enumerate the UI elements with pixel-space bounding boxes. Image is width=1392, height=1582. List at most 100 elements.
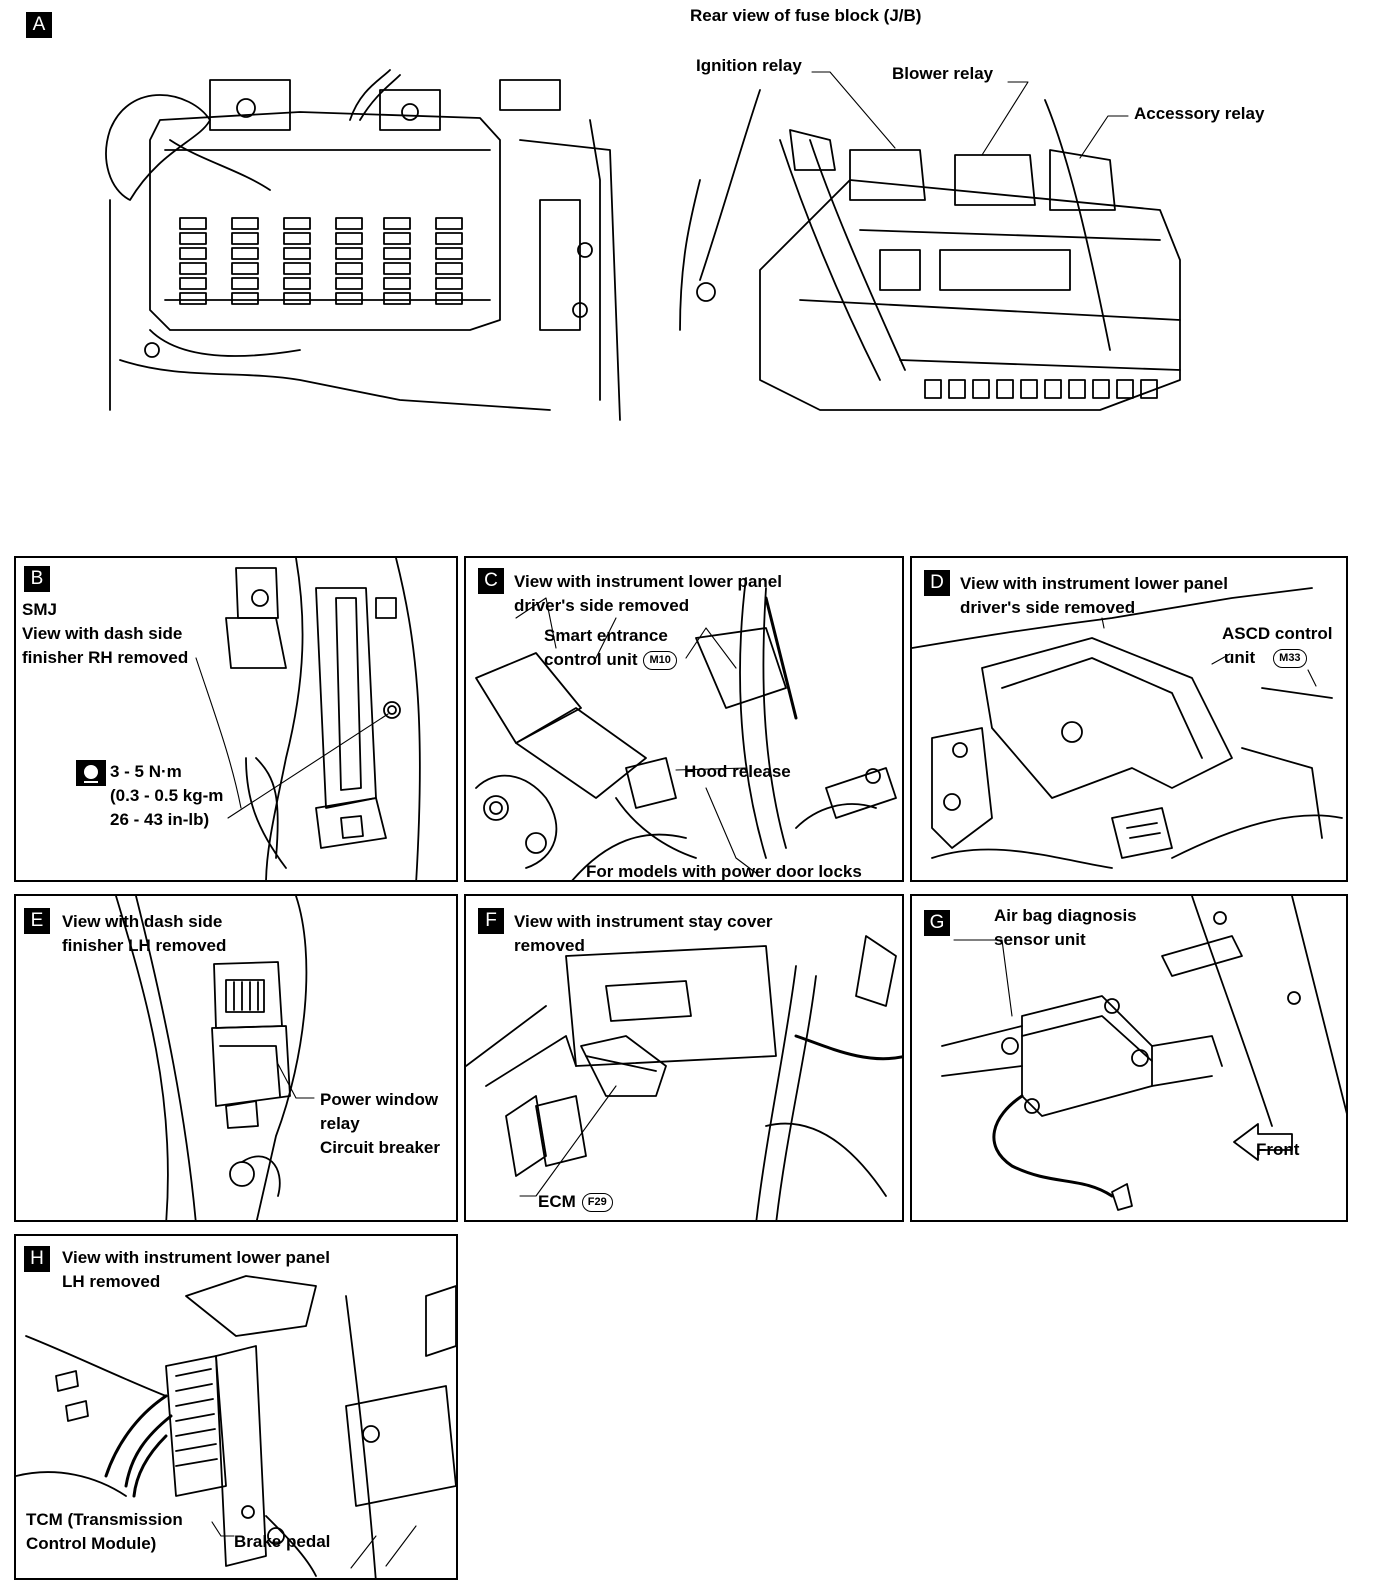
panel-c-caption-2: driver's side removed xyxy=(514,596,690,615)
smj-illustration xyxy=(195,558,421,880)
terminal-tooth xyxy=(972,379,990,399)
fuse-slot xyxy=(283,262,311,275)
panel-b: B SMJ View with dash side finisher RH re… xyxy=(14,556,458,882)
fuse-slot xyxy=(179,277,207,290)
fuse-slot xyxy=(231,247,259,260)
fuse-slot xyxy=(383,217,411,230)
panel-e-badge: E xyxy=(24,908,50,934)
terminal-tooth xyxy=(1044,379,1062,399)
fuse-slot xyxy=(435,277,463,290)
brake-pedal-label: Brake pedal xyxy=(234,1532,331,1551)
panel-f: F View with instrument stay cover remove… xyxy=(464,894,904,1222)
ascd-illustration xyxy=(912,587,1343,869)
panel-e: E View with dash side finisher LH remove… xyxy=(14,894,458,1222)
terminal-tooth xyxy=(996,379,1014,399)
power-window-relay-label: Power window xyxy=(320,1090,439,1109)
panel-c: C View with instrument lower panel drive… xyxy=(464,556,904,882)
panel-b-badge: B xyxy=(24,566,50,592)
power-door-locks-note: For models with power door locks xyxy=(586,862,862,881)
panel-g-badge: G xyxy=(924,910,950,936)
fuse-slot xyxy=(179,292,207,305)
fuse-slot xyxy=(383,247,411,260)
panel-b-caption-1: View with dash side xyxy=(22,624,183,643)
fuse-slot xyxy=(231,262,259,275)
panel-d: D View with instrument lower panel drive… xyxy=(910,556,1348,882)
panel-e-caption-2: finisher LH removed xyxy=(62,936,227,955)
torque-value-kgm: (0.3 - 0.5 kg-m xyxy=(110,786,224,805)
blower-relay-label: Blower relay xyxy=(892,64,994,83)
panel-d-badge: D xyxy=(924,570,950,596)
fuse-slot xyxy=(231,217,259,230)
fuse-slot xyxy=(435,292,463,305)
terminal-tooth xyxy=(1068,379,1086,399)
connector-m10-badge: M10 xyxy=(643,651,677,671)
power-window-relay-label-2: relay xyxy=(320,1114,360,1133)
fuse-slot xyxy=(283,247,311,260)
fuse-block-front-illustration xyxy=(105,69,1181,421)
fuse-slot xyxy=(179,232,207,245)
hood-release-label: Hood release xyxy=(684,762,791,781)
fuse-slot xyxy=(335,292,363,305)
fuse-slot xyxy=(335,217,363,230)
terminal-tooth xyxy=(924,379,942,399)
panel-h: H View with instrument lower panel LH re… xyxy=(14,1234,458,1580)
fuse-slot xyxy=(283,292,311,305)
fuse-slot xyxy=(335,247,363,260)
torque-value-inlb: 26 - 43 in-lb) xyxy=(110,810,210,829)
fuse-slot xyxy=(435,247,463,260)
tcm-illustration xyxy=(16,1275,456,1578)
panel-d-caption-2: driver's side removed xyxy=(960,598,1136,617)
air-bag-sensor-label-2: sensor unit xyxy=(994,930,1086,949)
smart-entrance-label: Smart entrance xyxy=(544,626,668,645)
smart-entrance-illustration xyxy=(475,577,897,880)
fuse-slot xyxy=(383,232,411,245)
front-arrow-label: Front xyxy=(1256,1140,1300,1159)
panel-f-caption-2: removed xyxy=(514,936,585,955)
fuse-slot xyxy=(179,247,207,260)
panel-b-caption-2: finisher RH removed xyxy=(22,648,189,667)
fuse-slot xyxy=(435,262,463,275)
fuse-block-title: Rear view of fuse block (J/B) xyxy=(690,6,922,25)
panel-c-badge: C xyxy=(478,568,504,594)
fuse-slot xyxy=(383,277,411,290)
fuse-slot xyxy=(283,232,311,245)
terminal-tooth xyxy=(1092,379,1110,399)
fuse-slot xyxy=(435,217,463,230)
terminal-tooth xyxy=(1020,379,1038,399)
ecm-illustration xyxy=(466,935,902,1220)
panel-c-caption-1: View with instrument lower panel xyxy=(514,572,782,591)
fuse-slot xyxy=(383,292,411,305)
terminal-tooth xyxy=(948,379,966,399)
fuse-slot xyxy=(231,292,259,305)
torque-wrench-icon xyxy=(76,760,106,786)
terminal-tooth xyxy=(1140,379,1158,399)
air-bag-sensor-illustration xyxy=(941,896,1346,1211)
fuse-slot xyxy=(335,232,363,245)
panel-h-caption-2: LH removed xyxy=(62,1272,161,1291)
power-window-relay-illustration xyxy=(115,896,315,1220)
tcm-label-2: Control Module) xyxy=(26,1534,157,1553)
panel-h-badge: H xyxy=(24,1246,50,1272)
terminal-tooth xyxy=(1116,379,1134,399)
panel-h-caption-1: View with instrument lower panel xyxy=(62,1248,330,1267)
connector-f29-badge: F29 xyxy=(581,1193,613,1213)
fuse-slot xyxy=(179,217,207,230)
fuse-slot xyxy=(179,262,207,275)
accessory-relay-label: Accessory relay xyxy=(1134,104,1265,123)
fuse-slot xyxy=(283,277,311,290)
section-a-badge: A xyxy=(26,12,52,38)
panel-f-caption-1: View with instrument stay cover xyxy=(514,912,773,931)
connector-m33-badge: M33 xyxy=(1273,649,1307,669)
fuse-slot xyxy=(231,277,259,290)
smj-label: SMJ xyxy=(22,600,57,619)
panel-g: G Air bag diagnosis sensor unit Front xyxy=(910,894,1348,1222)
ascd-control-label: ASCD control xyxy=(1222,624,1333,643)
fuse-slot xyxy=(283,217,311,230)
panel-e-caption-1: View with dash side xyxy=(62,912,223,931)
ignition-relay-label: Ignition relay xyxy=(696,56,802,75)
tcm-label: TCM (Transmission xyxy=(26,1510,183,1529)
fuse-slot xyxy=(335,262,363,275)
air-bag-sensor-label: Air bag diagnosis xyxy=(994,906,1137,925)
